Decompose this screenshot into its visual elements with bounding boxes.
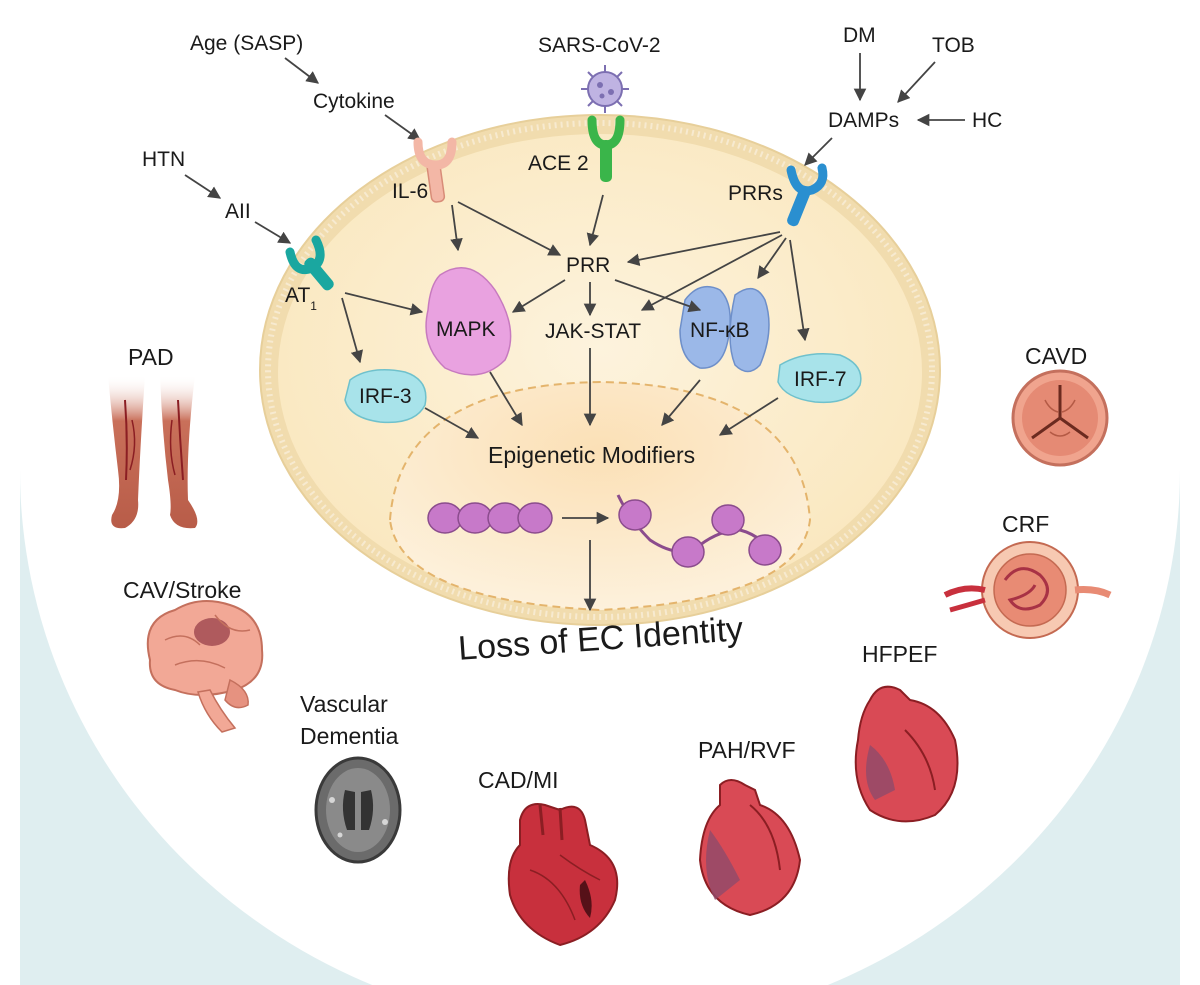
nucleus bbox=[388, 380, 812, 612]
label-damps: DAMPs bbox=[828, 109, 899, 132]
arrow-il6-to-mapk bbox=[450, 204, 463, 252]
label-hc: HC bbox=[972, 109, 1002, 132]
brain-scan-icon bbox=[314, 756, 402, 864]
label-sars-cov-2: SARS-CoV-2 bbox=[538, 34, 661, 57]
arrow-tob-to-damps bbox=[897, 61, 936, 103]
arrow-age-to-cytokine bbox=[284, 57, 320, 84]
arrow-at1-to-mapk bbox=[344, 292, 424, 316]
label-epigenetic-modifiers: Epigenetic Modifiers bbox=[488, 442, 695, 468]
chromatin-open-icon bbox=[616, 494, 782, 568]
il6-receptor-icon bbox=[413, 137, 457, 203]
at1-receptor-icon bbox=[285, 235, 334, 291]
ace2-receptor-icon bbox=[587, 115, 625, 182]
arrow-ace2-to-prr bbox=[586, 194, 604, 247]
disease-arc-band bbox=[20, 470, 1180, 985]
arrow-prr-to-mapk bbox=[511, 279, 566, 313]
arrow-prr-to-nfkb bbox=[614, 279, 702, 313]
label-crf: CRF bbox=[1002, 511, 1049, 537]
label-il6: IL-6 bbox=[392, 180, 428, 203]
brain-stroke-icon bbox=[146, 600, 264, 733]
aortic-valve-icon bbox=[1011, 369, 1109, 467]
arrow-irf3-to-epigenetic bbox=[424, 407, 480, 439]
label-htn: HTN bbox=[142, 148, 185, 171]
legs-icon bbox=[108, 375, 198, 529]
label-aii: AII bbox=[225, 200, 251, 223]
arrow-damps-to-prrs bbox=[804, 137, 833, 166]
arrow-prrs-to-nfkb bbox=[757, 237, 787, 280]
label-cav-stroke: CAV/Stroke bbox=[123, 577, 241, 603]
label-cytokine: Cytokine bbox=[313, 90, 395, 113]
label-pad: PAD bbox=[128, 344, 174, 370]
label-dm: DM bbox=[843, 24, 876, 47]
cell-membrane-beads bbox=[265, 120, 935, 620]
label-hfpef: HFPEF bbox=[862, 641, 937, 667]
label-irf3: IRF-3 bbox=[359, 385, 412, 408]
arrow-irf7-to-epigenetic bbox=[718, 397, 779, 436]
prrs-receptor-icon bbox=[786, 163, 828, 227]
irf7-protein-shape bbox=[777, 353, 862, 404]
label-cavd: CAVD bbox=[1025, 343, 1087, 369]
label-vascular: Vascular bbox=[300, 691, 388, 717]
heart-hfpef-icon bbox=[854, 685, 959, 823]
arrow-il6-to-prr bbox=[457, 201, 562, 256]
irf3-protein-shape bbox=[344, 369, 427, 424]
arrow-prrs-to-irf7 bbox=[789, 239, 810, 342]
label-at1: AT1 bbox=[285, 284, 317, 313]
label-irf7: IRF-7 bbox=[794, 368, 847, 391]
label-nfkb: NF-κB bbox=[690, 319, 750, 342]
label-age-sasp: Age (SASP) bbox=[190, 32, 303, 55]
label-prrs: PRRs bbox=[728, 182, 783, 205]
arrow-htn-to-aii bbox=[184, 174, 222, 199]
label-jak-stat: JAK-STAT bbox=[545, 320, 641, 343]
kidney-glomerulus-icon bbox=[943, 541, 1112, 639]
label-dementia: Dementia bbox=[300, 723, 399, 749]
label-tob: TOB bbox=[932, 34, 975, 57]
arrow-cytokine-to-il6 bbox=[384, 114, 422, 141]
sars-cov-2-virus-icon bbox=[581, 65, 629, 113]
arrow-mapk-to-epigenetic bbox=[489, 371, 523, 427]
label-cad-mi: CAD/MI bbox=[478, 767, 559, 793]
mapk-protein-shape bbox=[425, 267, 512, 376]
label-pah-rvf: PAH/RVF bbox=[698, 737, 796, 763]
label-at1-subscript: 1 bbox=[310, 299, 317, 313]
arrow-nfkb-to-epigenetic bbox=[661, 379, 701, 426]
arrow-aii-to-at1 bbox=[254, 221, 292, 244]
label-mapk: MAPK bbox=[436, 318, 496, 341]
label-ace2: ACE 2 bbox=[528, 152, 589, 175]
chromatin-condensed-icon bbox=[427, 502, 553, 534]
label-prr: PRR bbox=[566, 254, 610, 277]
arrow-prrs-to-prr bbox=[626, 231, 781, 266]
arrow-at1-to-irf3 bbox=[341, 297, 363, 364]
heart-mi-icon bbox=[507, 803, 619, 947]
heart-pah-icon bbox=[698, 779, 802, 917]
